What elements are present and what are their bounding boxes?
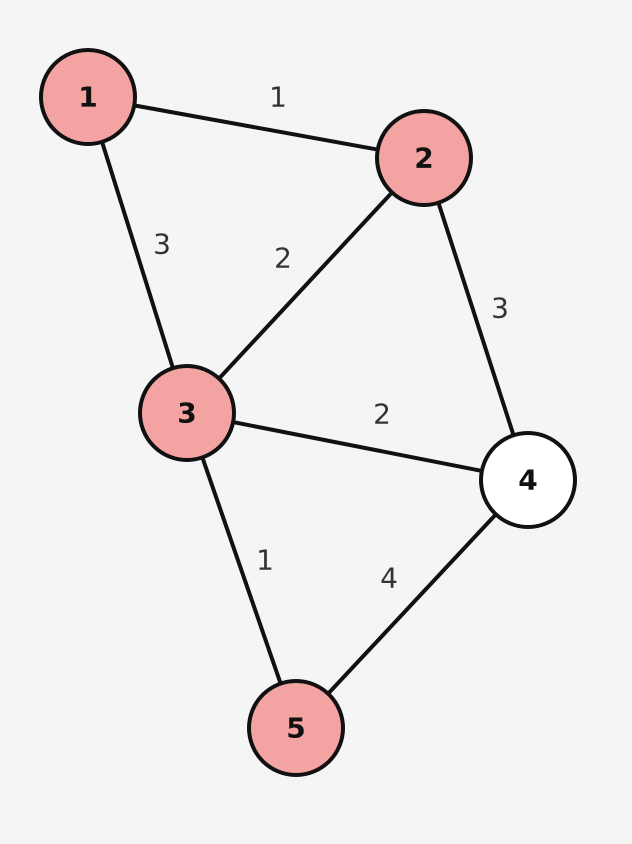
node-label-2: 2	[414, 142, 433, 175]
node-circle-4	[479, 431, 577, 529]
edges-layer: 1 3 2 3 2 1 4	[86, 81, 530, 730]
edge-weight-1-2: 1	[269, 81, 287, 114]
node-label-1: 1	[78, 81, 97, 114]
edge-weight-3-5: 1	[256, 544, 274, 577]
edge-3-4	[186, 411, 529, 482]
edge-weight-2-3: 2	[274, 242, 292, 275]
node-5: 5	[247, 679, 345, 777]
edge-weight-4-5: 4	[380, 562, 398, 595]
nodes-layer: 1 2 3 4 5	[39, 48, 577, 777]
node-label-5: 5	[286, 712, 305, 745]
edge-weight-3-4: 2	[373, 398, 391, 431]
edge-4-5	[294, 478, 530, 730]
edge-weight-2-4: 3	[491, 292, 509, 325]
edge-2-4	[422, 157, 530, 481]
node-label-4: 4	[518, 464, 537, 497]
node-circle-1	[39, 48, 137, 146]
edge-1-2	[87, 95, 425, 160]
edge-weight-1-3: 3	[153, 228, 171, 261]
edge-2-3	[185, 156, 426, 415]
edge-1-3	[86, 96, 189, 414]
node-label-3: 3	[177, 397, 196, 430]
node-4: 4	[479, 431, 577, 529]
node-2: 2	[375, 109, 473, 207]
node-circle-5	[247, 679, 345, 777]
node-circle-3	[138, 364, 236, 462]
node-circle-2	[375, 109, 473, 207]
node-1: 1	[39, 48, 137, 146]
node-3: 3	[138, 364, 236, 462]
edge-3-5	[185, 412, 298, 729]
